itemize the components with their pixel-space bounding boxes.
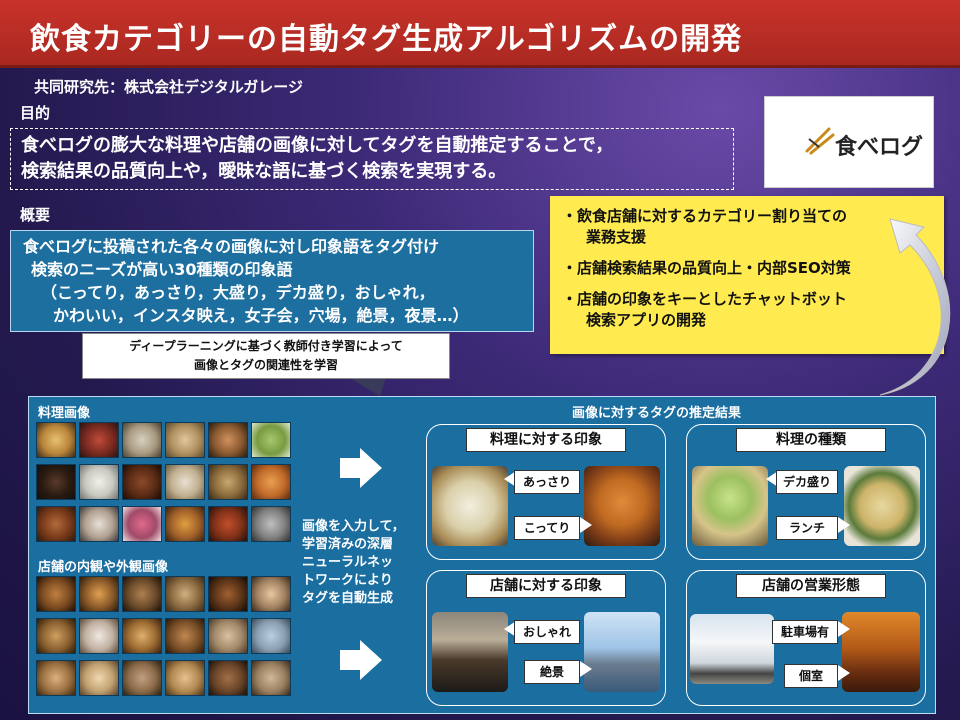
right-arrow-icon [340,640,382,680]
food-thumbnail [251,506,291,542]
food-thumbnail [79,506,119,542]
tag-label: ランチ [776,516,838,540]
partner-text: 共同研究先：株式会社デジタルガレージ [34,78,303,96]
ramen-photo [432,466,508,546]
store-thumbnail [208,618,248,654]
food-thumbnail [208,464,248,500]
store-thumbnail [251,576,291,612]
store-thumbnail [208,576,248,612]
tag-pointer [838,517,850,533]
store-thumbnail [122,660,162,696]
store-thumbnail [122,576,162,612]
tag-label: 個室 [784,664,838,688]
learning-callout: ディープラーニングに基づく教師付き学習によって 画像とタグの関連性を学習 [82,333,450,379]
tag-label: あっさり [514,470,580,494]
large-portion-photo [692,466,768,546]
food-thumbnail [165,464,205,500]
tag-pointer [766,471,778,487]
store-thumbnail [165,618,205,654]
cityscape-photo [584,612,660,692]
overview-line: 検索のニーズが高い30種類の印象語 [31,260,293,279]
overview-line: （こってり，あっさり，大盛り，デカ盛り，おしゃれ， [41,283,435,302]
store-thumbnail [79,576,119,612]
results-label: 画像に対するタグの推定結果 [572,406,742,421]
store-thumbnail [251,618,291,654]
overview-box: 食べログに投稿された各々の画像に対し印象語をタグ付け 検索のニーズが高い30種類… [10,230,534,332]
tag-label: こってり [514,516,580,540]
food-thumbnail [122,506,162,542]
overview-line: かわいい，インスタ映え，女子会，穴場，絶景，夜景…） [53,306,469,325]
logo-text: 食べログ [835,135,924,160]
tag-pointer [580,517,592,533]
application-item: ・店舗検索結果の品質向上・内部SEO対策 [562,259,851,277]
food-thumbnail [122,464,162,500]
result-title: 店舗の営業形態 [736,574,886,598]
store-thumbnail [36,618,76,654]
food-thumbnail [36,422,76,458]
purpose-label: 目的 [20,104,51,122]
food-images-label: 料理画像 [38,406,91,421]
store-thumbnail [122,618,162,654]
overview-line: 食べログに投稿された各々の画像に対し印象語をタグ付け [23,237,440,256]
tag-label: 絶景 [524,660,580,684]
private-room-photo [842,612,920,692]
page-title: 飲食カテゴリーの自動タグ生成アルゴリズムの開発 [30,22,743,57]
curved-arrow-icon [879,218,951,396]
food-thumbnail [36,464,76,500]
tag-pointer [504,621,516,637]
tabelog-logo: 食べログ [764,96,934,188]
process-description: 画像を入力して， 学習済みの深層 ニューラルネッ トワークにより タグを自動生成 [302,519,405,606]
food-thumbnail [165,506,205,542]
tag-pointer [580,661,592,677]
ramen-photo [584,466,660,546]
tag-label: おしゃれ [514,620,580,644]
purpose-line: 食べログの膨大な料理や店舗の画像に対してタグを自動推定することで， [21,135,614,156]
food-thumbnail [79,464,119,500]
food-thumbnail [36,506,76,542]
tag-pointer [838,621,850,637]
food-thumbnail [251,422,291,458]
result-title: 料理の種類 [736,428,886,452]
application-item: ・店舗の印象をキーとしたチャットボット 検索アプリの開発 [562,290,847,329]
callout-pointer [350,378,386,396]
store-thumbnail [36,576,76,612]
callout-line: 画像とタグの関連性を学習 [193,358,338,372]
application-item: ・飲食店舗に対するカテゴリー割り当ての 業務支援 [562,207,848,246]
store-thumbnail [165,660,205,696]
restaurant-interior-photo [432,612,508,692]
applications-box: ・飲食店舗に対するカテゴリー割り当ての 業務支援 ・店舗検索結果の品質向上・内部… [550,196,944,354]
result-title: 料理に対する印象 [466,428,626,452]
purpose-line: 検索結果の品質向上や，曖昧な語に基づく検索を実現する。 [21,161,507,182]
tag-pointer [838,665,850,681]
food-thumbnail [208,506,248,542]
store-thumbnail [208,660,248,696]
overview-label: 概要 [20,206,51,224]
store-thumbnail [79,618,119,654]
food-thumbnail [251,464,291,500]
store-thumbnail [165,576,205,612]
purpose-box: 食べログの膨大な料理や店舗の画像に対してタグを自動推定することで， 検索結果の品… [10,128,734,190]
store-thumbnail [36,660,76,696]
store-images-label: 店舗の内観や外観画像 [38,560,169,575]
food-thumbnail [208,422,248,458]
chopsticks-icon [805,127,835,155]
tag-pointer [504,471,516,487]
result-title: 店舗に対する印象 [466,574,626,598]
car-photo [690,614,774,684]
store-thumbnail [79,660,119,696]
callout-line: ディープラーニングに基づく教師付き学習によって [129,339,403,353]
title-bar: 飲食カテゴリーの自動タグ生成アルゴリズムの開発 [0,0,960,68]
tag-label: デカ盛り [776,470,838,494]
store-thumbnail [251,660,291,696]
pasta-photo [844,466,920,546]
food-thumbnail [79,422,119,458]
food-thumbnail [122,422,162,458]
right-arrow-icon [340,448,382,488]
food-thumbnail [165,422,205,458]
tag-label: 駐車場有 [772,620,838,644]
